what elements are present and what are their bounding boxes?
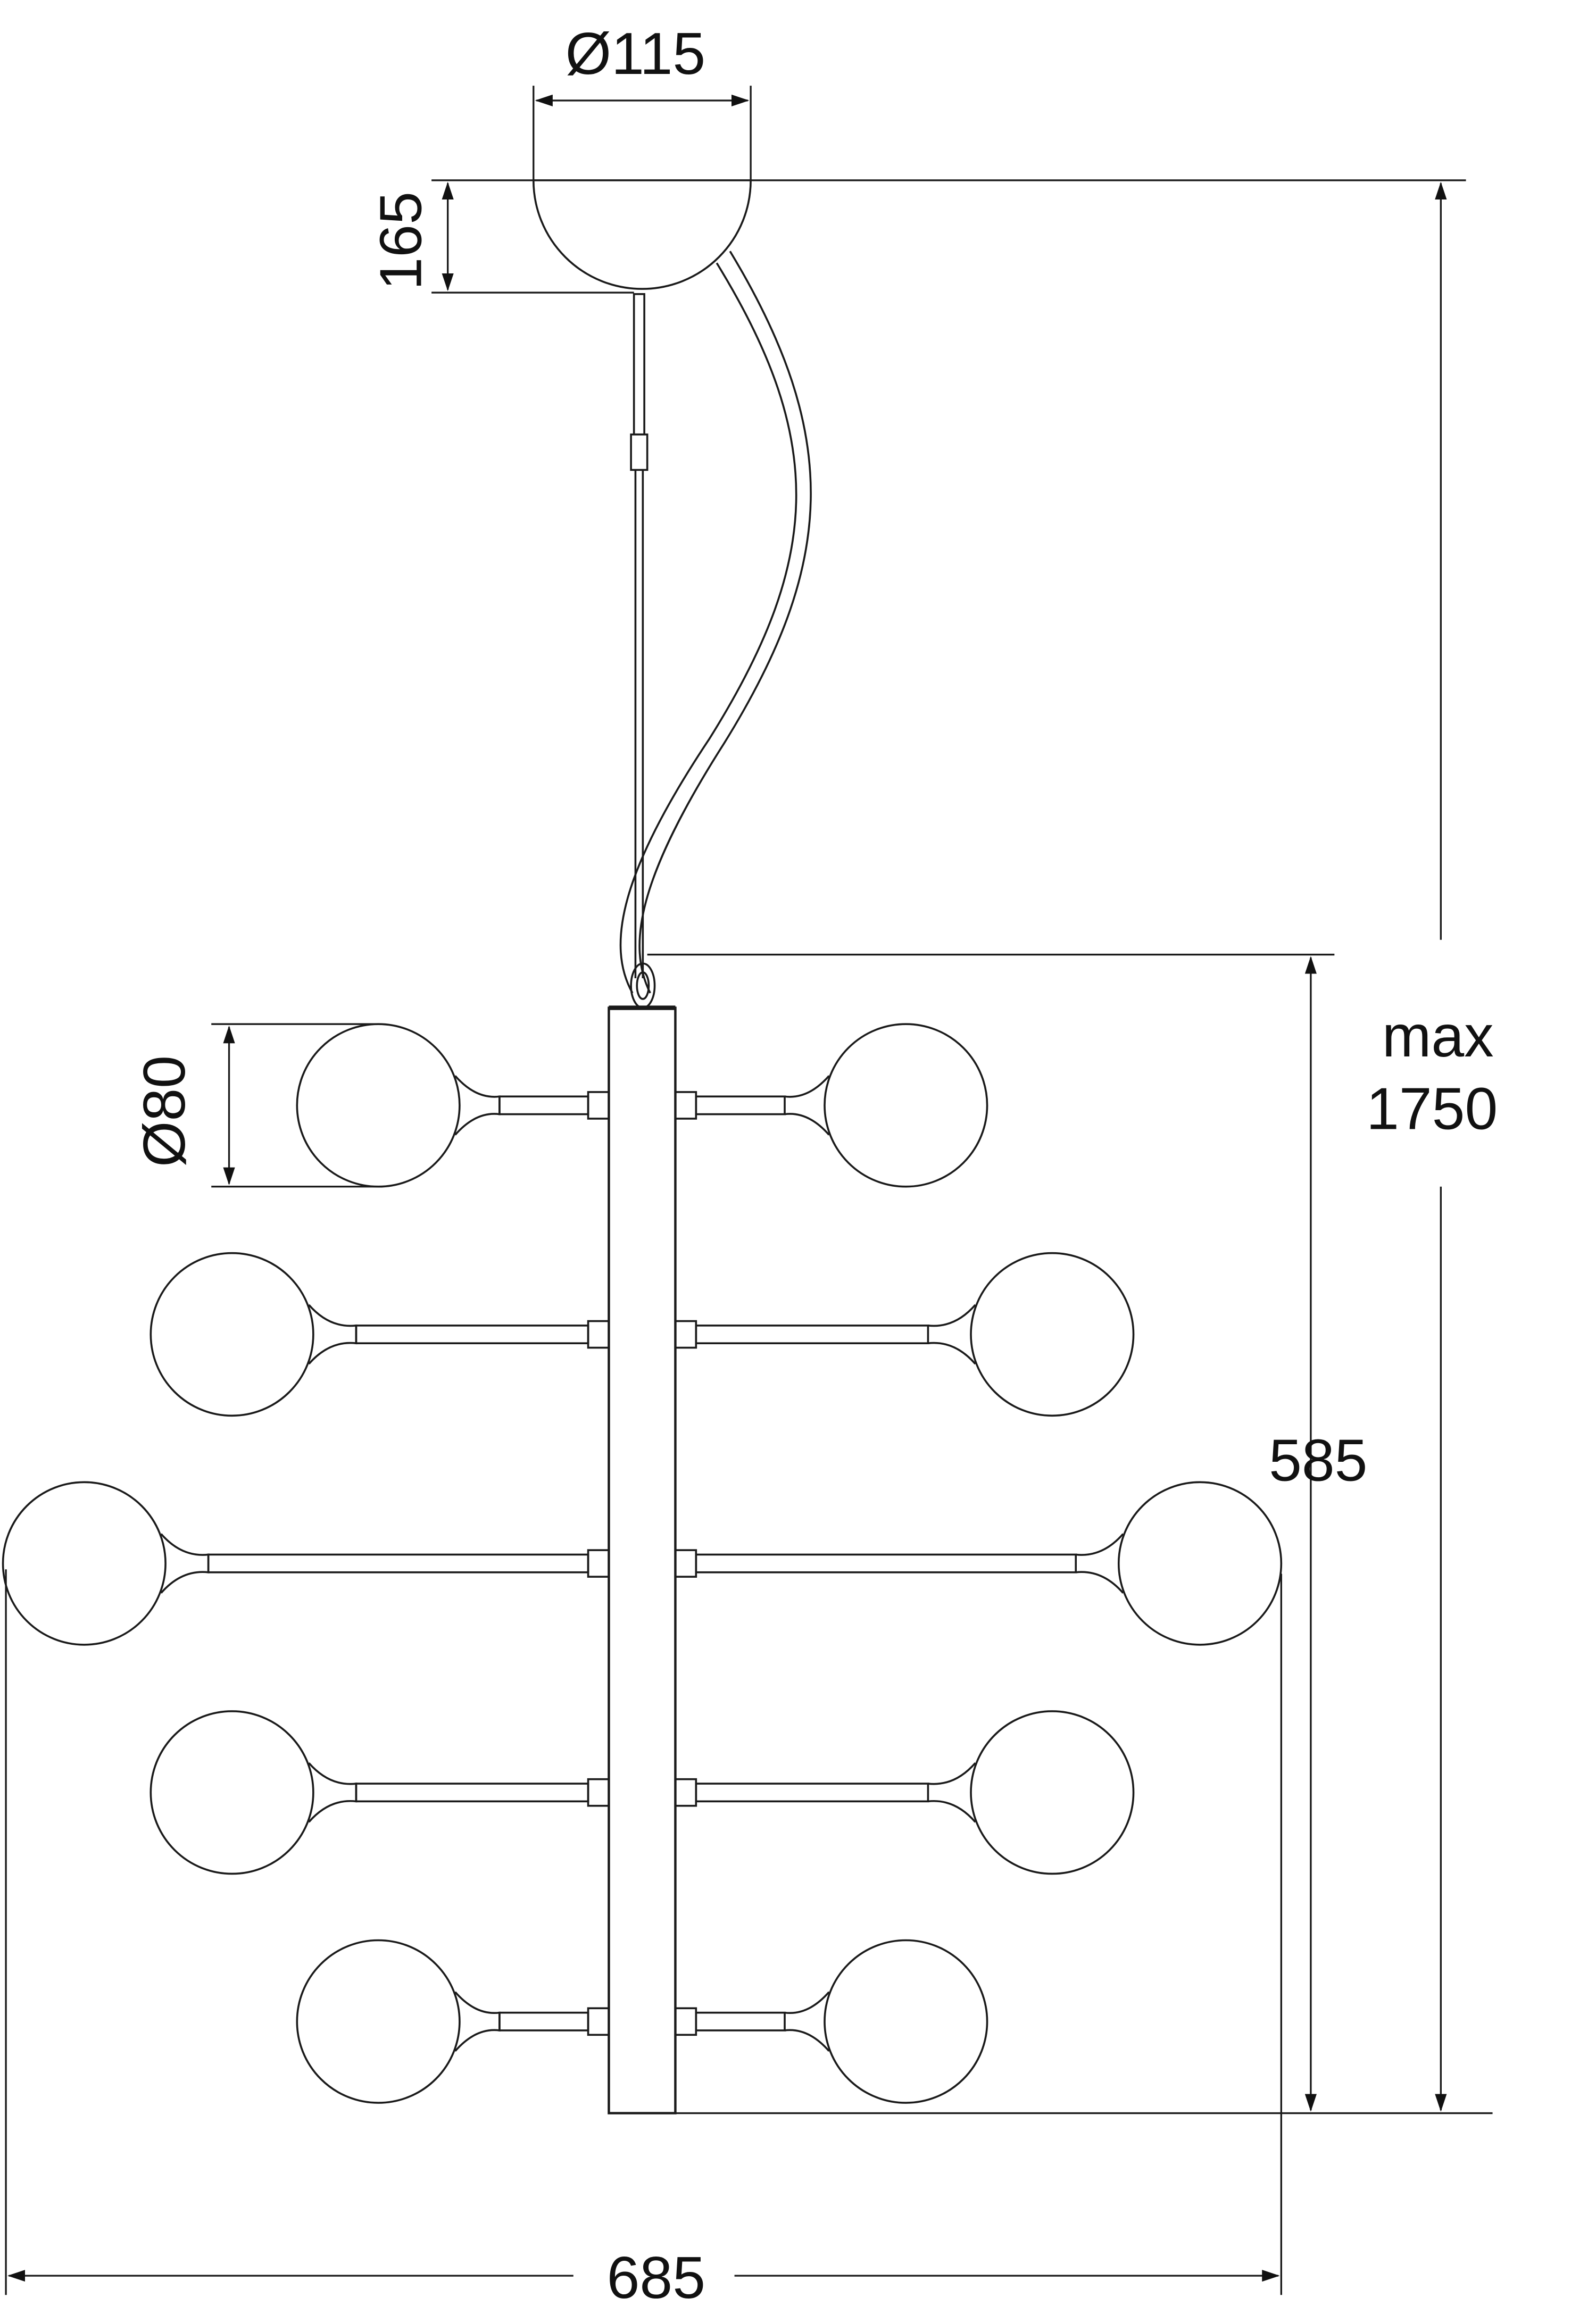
arm-row-3 — [2, 1481, 1283, 1646]
canopy-diameter-dimension — [533, 86, 752, 180]
power-cable — [619, 251, 812, 994]
canopy-diameter-label: Ø115 — [566, 20, 706, 87]
vertical-body — [608, 1005, 677, 2114]
body-height-label: 585 — [1269, 1427, 1367, 1494]
arm-row-2 — [149, 1252, 1135, 1417]
max-height-dimension — [751, 179, 1466, 2112]
ceiling-canopy — [532, 179, 752, 290]
arm-row-4 — [149, 1710, 1135, 1875]
body-height-dimension — [609, 953, 1493, 2114]
total-width-label: 685 — [607, 2244, 705, 2311]
globe-diameter-dimension — [211, 1023, 379, 1188]
dimension-lines — [5, 86, 1493, 2295]
suspension-wire — [630, 293, 649, 979]
max-height-value-label: 1750 — [1366, 1075, 1498, 1142]
max-height-word-label: max — [1382, 1003, 1494, 1069]
globe-diameter-label: Ø80 — [131, 1055, 197, 1167]
canopy-height-dimension — [431, 179, 634, 294]
arm-row-5 — [296, 1939, 988, 2104]
canopy-height-label: 165 — [368, 191, 434, 290]
total-width-dimension — [5, 1569, 1282, 2295]
arm-row-1 — [296, 1023, 988, 1188]
